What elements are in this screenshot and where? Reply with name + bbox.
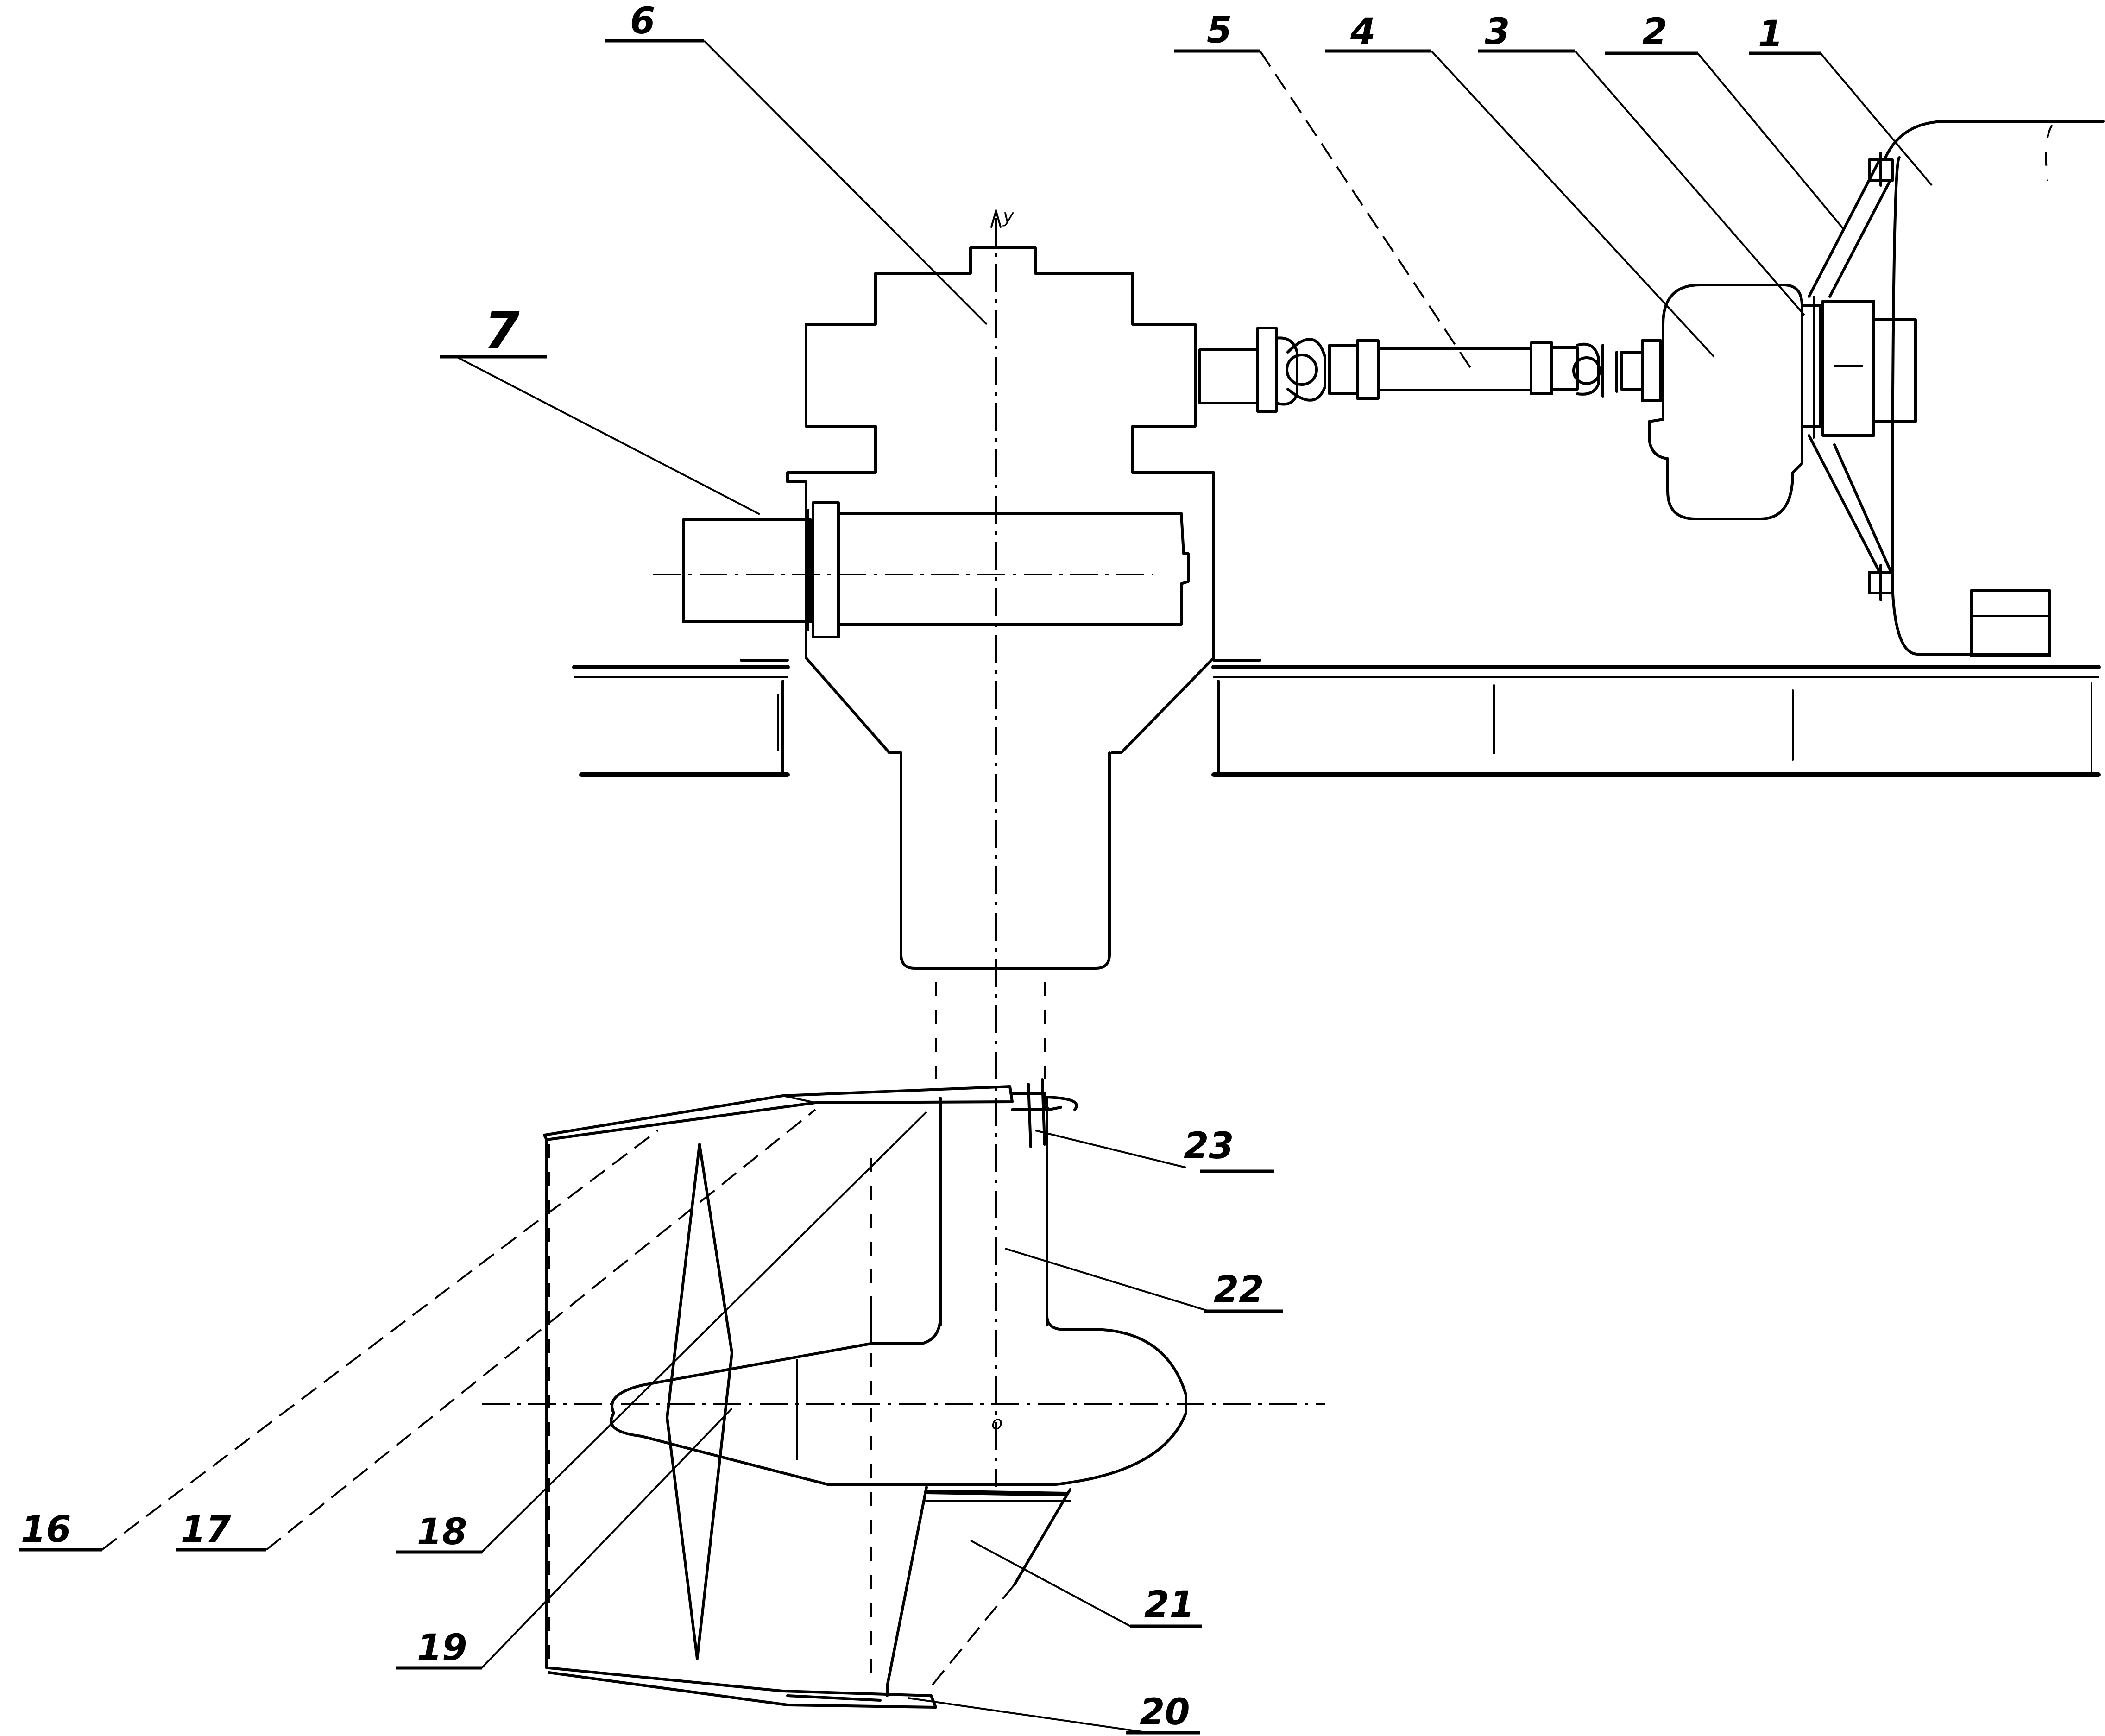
callout-18: 18 xyxy=(417,1511,467,1553)
callout-21: 21 xyxy=(1144,1584,1195,1626)
callout-16: 16 xyxy=(21,1509,71,1551)
centerlines: y o xyxy=(482,206,1325,1487)
callout-3: 3 xyxy=(1485,11,1510,53)
callout-5: 5 xyxy=(1207,10,1232,51)
deck-structure xyxy=(572,659,2101,777)
callout-4: 4 xyxy=(1350,11,1375,53)
bulkhead xyxy=(1884,120,2105,657)
callout-19: 19 xyxy=(417,1627,467,1669)
axis-origin-label: o xyxy=(991,1413,1002,1434)
callout-23: 23 xyxy=(1184,1125,1234,1167)
callout-20: 20 xyxy=(1140,1692,1190,1733)
drive-shaft xyxy=(1198,327,1662,413)
callout-22: 22 xyxy=(1214,1269,1264,1311)
callouts: 1 2 3 4 5 6 7 16 17 18 xyxy=(19,0,1933,1735)
callout-6: 6 xyxy=(630,0,655,42)
callout-7: 7 xyxy=(484,301,520,360)
callout-17: 17 xyxy=(181,1509,231,1551)
axis-y-label: y xyxy=(1002,206,1015,227)
vertical-shaft xyxy=(935,982,1048,1326)
callout-2: 2 xyxy=(1642,11,1667,53)
gear-motor xyxy=(1648,284,1822,520)
input-motor-unit xyxy=(653,501,1190,638)
upper-gearbox xyxy=(786,246,1215,970)
motor-bracket xyxy=(1808,152,1917,601)
propeller-assembly xyxy=(543,1078,1187,1709)
callout-1: 1 xyxy=(1758,13,1783,55)
